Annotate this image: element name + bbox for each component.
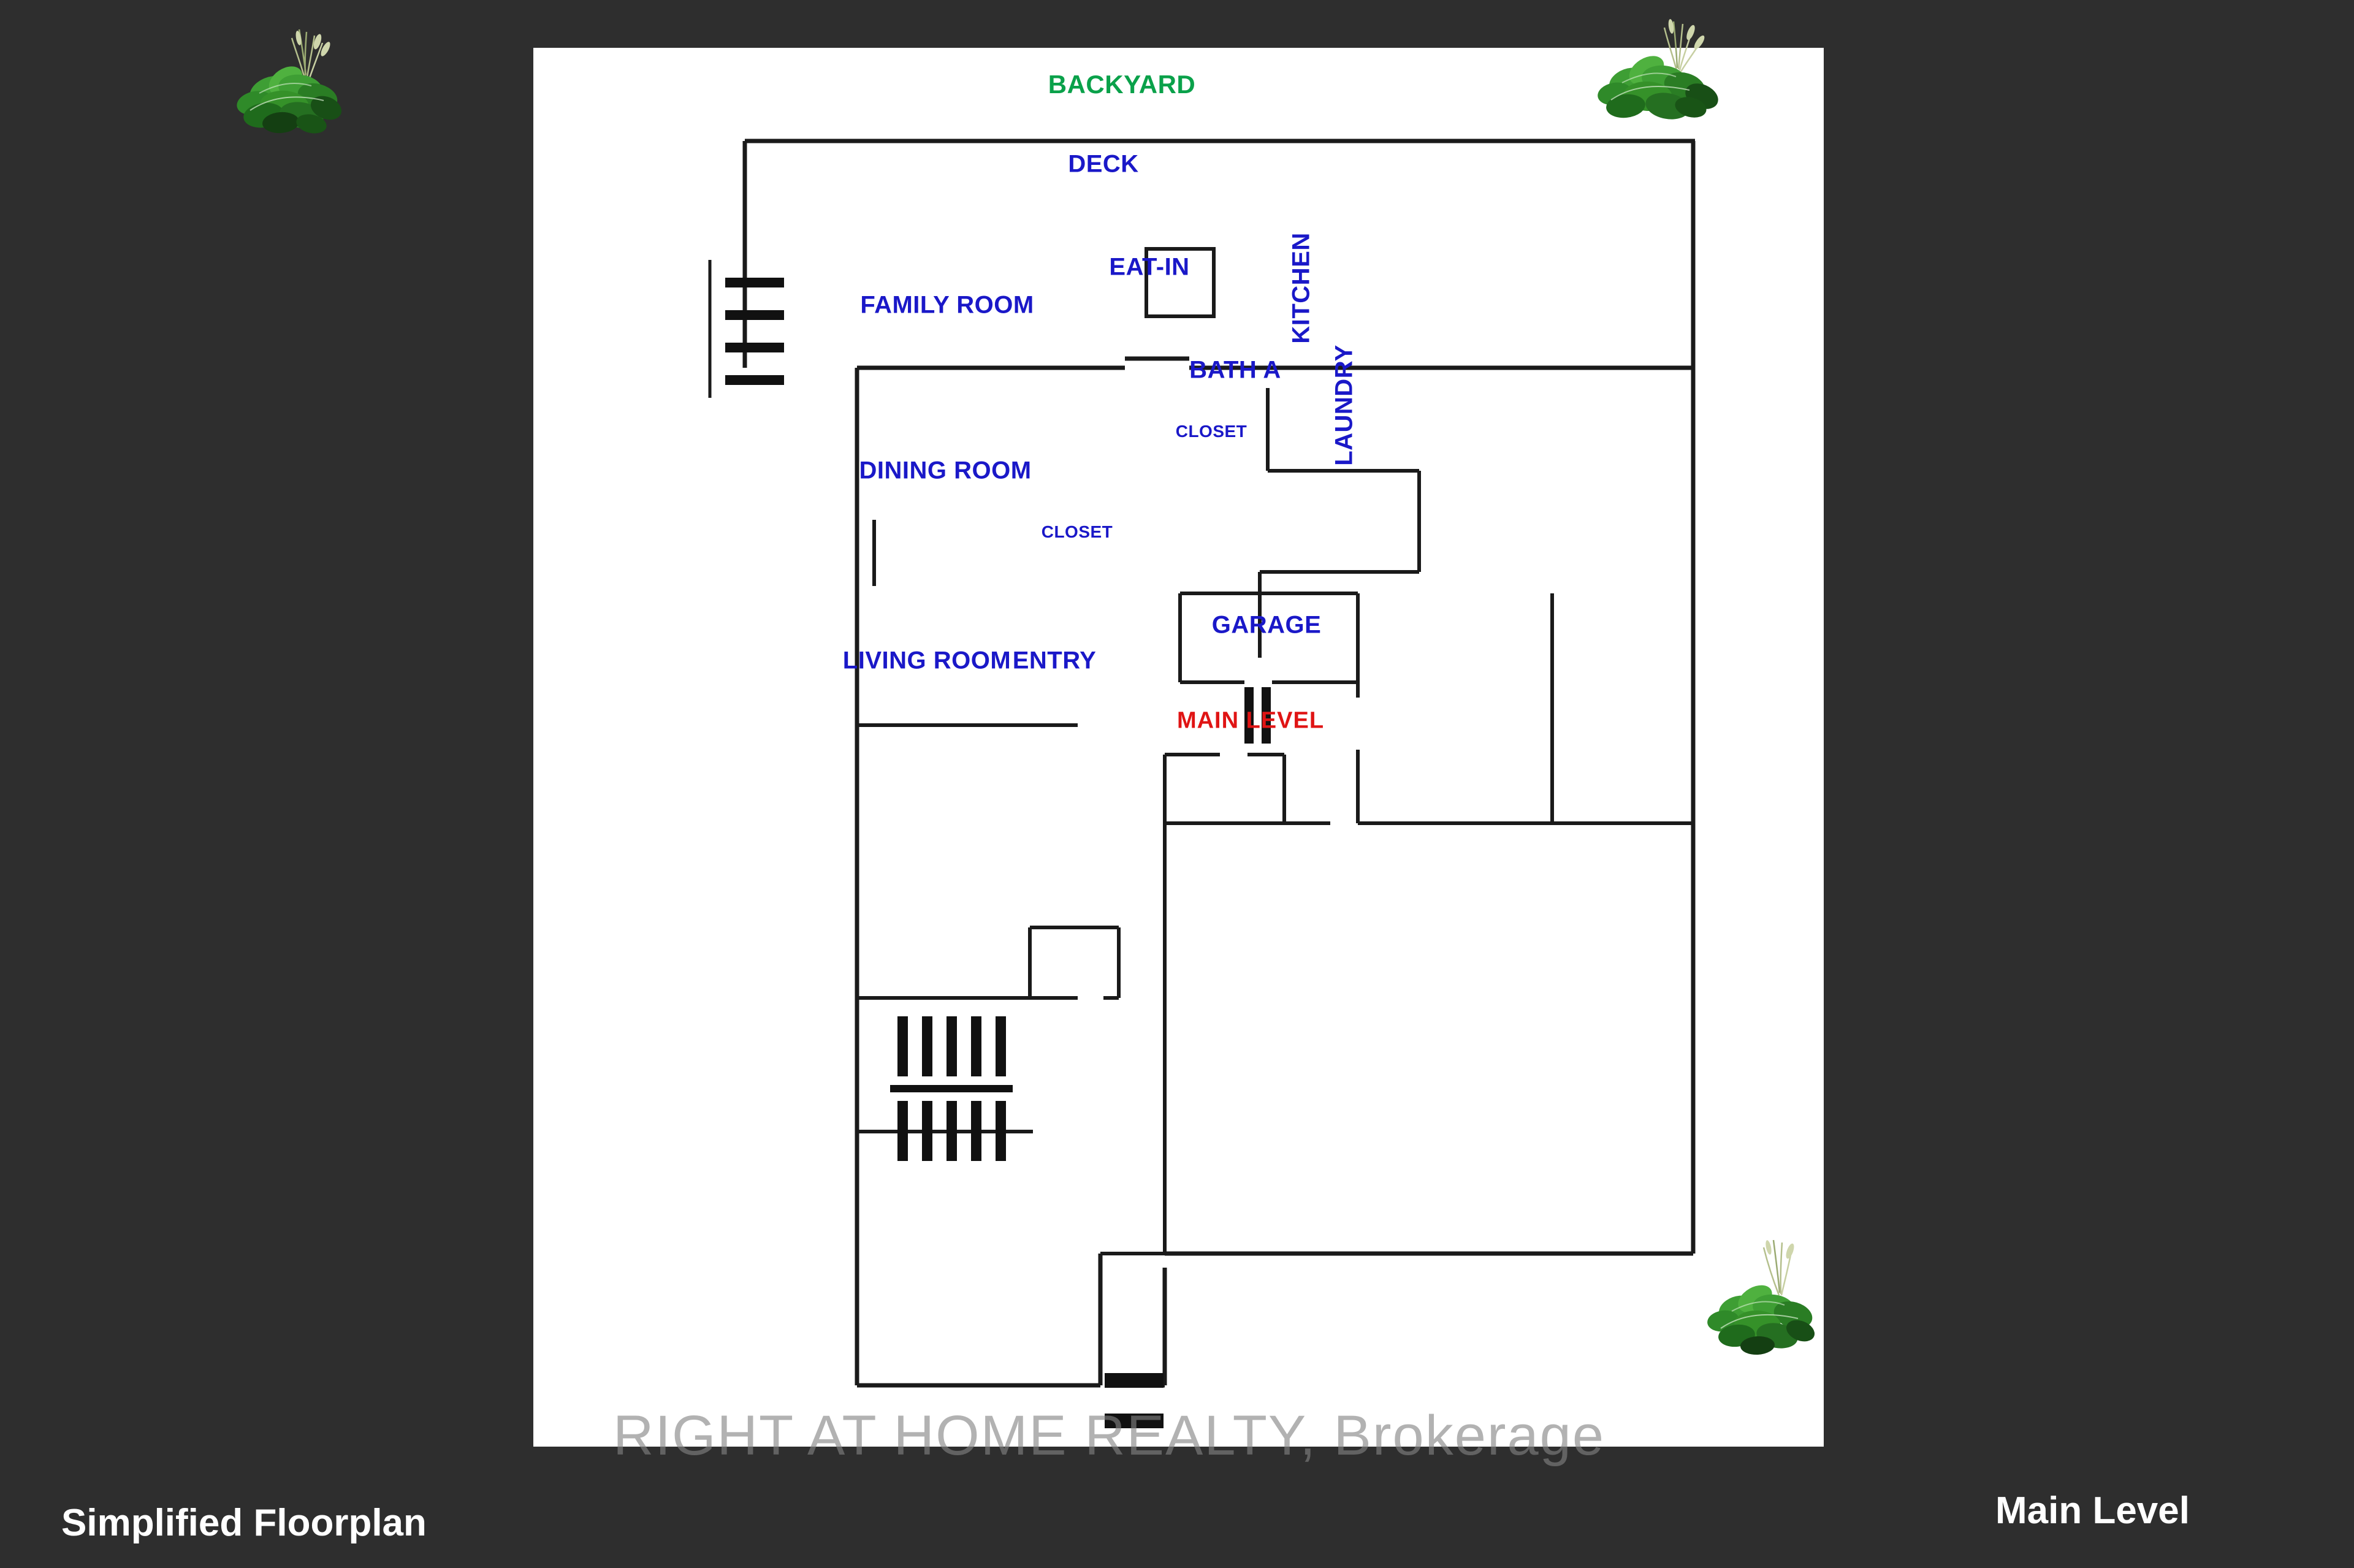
bush-top-left-icon xyxy=(226,25,385,138)
bath-door-marks xyxy=(1244,687,1271,744)
floorplan-canvas: BACKYARD DECK FAMILY ROOM EAT-IN KITCHEN… xyxy=(533,48,1824,1447)
deck-stairs xyxy=(725,278,784,385)
entry-stairs xyxy=(1105,1373,1164,1428)
level-caption: Main Level xyxy=(1995,1490,2190,1532)
page-title: Simplified Floorplan xyxy=(61,1502,427,1544)
interior-walls xyxy=(857,388,1693,1255)
kitchen-island xyxy=(1145,247,1216,318)
house-outer-walls xyxy=(855,356,1696,1388)
floorplan-drawing xyxy=(708,139,1696,1428)
deck-outline xyxy=(742,139,1696,368)
main-stairs xyxy=(890,1016,1013,1161)
